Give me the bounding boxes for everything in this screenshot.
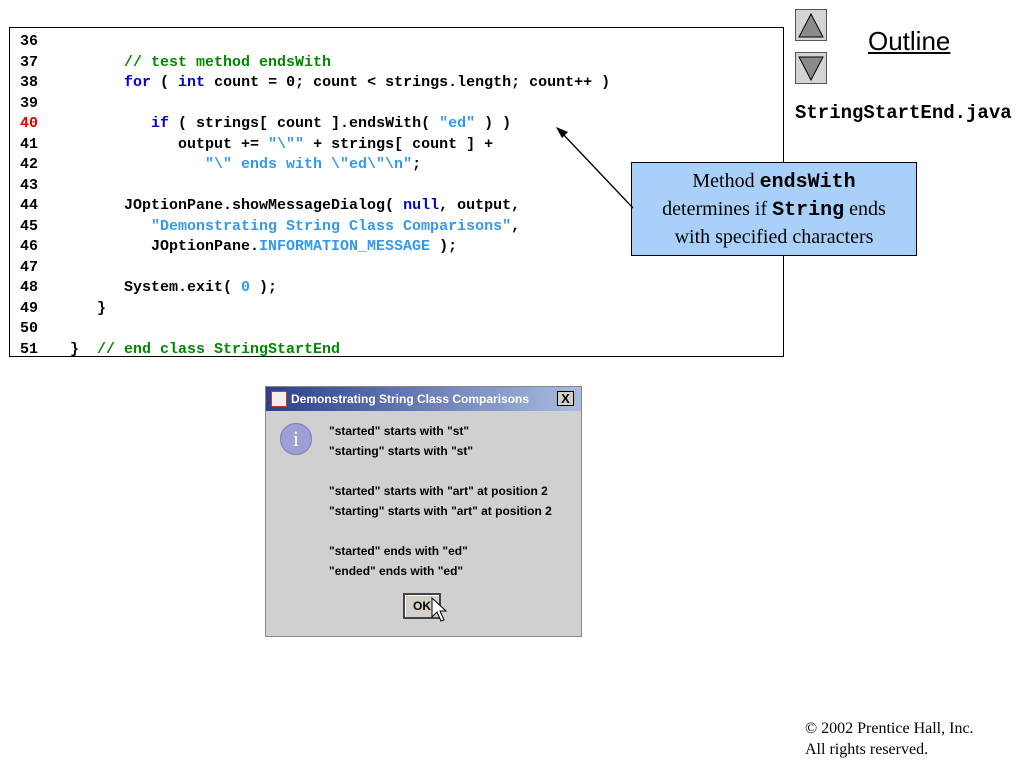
line-number: 47	[20, 258, 39, 276]
callout-text: Method	[692, 170, 760, 192]
code-token: output +=	[70, 135, 269, 153]
code-line: 40 if ( strings[ count ].endsWith( "ed" …	[10, 114, 511, 134]
code-line: 51} // end class StringStartEnd	[10, 340, 340, 360]
line-number: 38	[20, 74, 39, 91]
java-cup-icon	[271, 391, 287, 407]
code-token: ) )	[475, 115, 512, 132]
code-line: 41 output += "\"" + strings[ count ] +	[10, 135, 493, 155]
mouse-cursor-icon	[431, 597, 447, 622]
code-token: + strings[ count ] +	[304, 135, 494, 153]
code-token: count = 0; count < strings.length; count…	[205, 74, 611, 91]
code-line: 49 }	[10, 299, 106, 319]
code-line: 38 for ( int count = 0; count < strings.…	[10, 73, 610, 93]
line-number: 51	[20, 340, 39, 358]
code-token: JOptionPane.	[70, 238, 260, 255]
outline-link[interactable]: Outline	[868, 26, 951, 56]
message-line: "started" ends with "ed"	[329, 544, 468, 558]
line-number: 41	[20, 135, 39, 153]
line-number: 42	[20, 156, 39, 173]
dialog-titlebar[interactable]: Demonstrating String Class Comparisons X	[266, 387, 581, 411]
code-token: (	[151, 74, 179, 91]
copyright-line: © 2002 Prentice Hall, Inc.	[805, 720, 974, 737]
code-line: 43	[10, 176, 70, 196]
line-number: 45	[20, 217, 39, 235]
line-number: 37	[20, 53, 39, 71]
code-token: "\" ends with \"ed\"\n"	[205, 156, 413, 173]
code-line: 37 // test method endsWith	[10, 53, 331, 73]
code-token: );	[250, 279, 278, 296]
code-token: for	[124, 74, 152, 91]
callout-text: determines if	[662, 198, 773, 220]
message-line: "starting" starts with "art" at position…	[329, 504, 552, 518]
annotation-callout: Method endsWith determines if String end…	[631, 162, 917, 256]
line-number: 46	[20, 238, 39, 255]
message-line: "started" starts with "st"	[329, 424, 470, 438]
line-number: 44	[20, 197, 39, 214]
line-number: 49	[20, 299, 39, 317]
code-token	[70, 115, 151, 132]
code-token: if	[151, 115, 170, 132]
callout-code: String	[772, 199, 845, 222]
callout-code: endsWith	[759, 171, 856, 194]
line-number: 48	[20, 279, 39, 296]
file-name-label: StringStartEnd.java	[795, 102, 1012, 124]
triangle-up-icon	[798, 12, 824, 38]
code-token: INFORMATION_MESSAGE	[259, 238, 431, 255]
copyright-notice: © 2002 Prentice Hall, Inc. All rights re…	[805, 718, 974, 760]
code-line: 46 JOptionPane.INFORMATION_MESSAGE );	[10, 237, 457, 257]
code-token: ,	[511, 217, 521, 235]
code-token	[70, 74, 124, 91]
message-line: "ended" ends with "ed"	[329, 564, 464, 578]
code-token: "ed"	[439, 115, 476, 132]
code-token: // test method endsWith	[124, 53, 332, 71]
code-token: "Demonstrating String Class Comparisons"	[151, 217, 512, 235]
code-line: 44 JOptionPane.showMessageDialog( null, …	[10, 196, 520, 216]
code-token: }	[70, 299, 107, 317]
copyright-line: All rights reserved.	[805, 741, 929, 758]
code-token: // end class StringStartEnd	[97, 340, 341, 358]
code-token: , output,	[439, 197, 521, 214]
line-number: 39	[20, 94, 39, 112]
code-token: int	[178, 74, 206, 91]
code-token: ;	[412, 156, 422, 173]
code-line: 50	[10, 319, 70, 339]
code-token: JOptionPane.showMessageDialog(	[70, 197, 404, 214]
line-number: 43	[20, 176, 39, 194]
triangle-down-icon	[798, 56, 824, 82]
code-token: ( strings[ count ].endsWith(	[169, 115, 440, 132]
line-number: 50	[20, 320, 39, 337]
code-token: System.exit(	[70, 279, 242, 296]
previous-slide-button[interactable]	[795, 9, 827, 41]
code-line: 47	[10, 258, 70, 278]
message-dialog: Demonstrating String Class Comparisons X…	[265, 386, 582, 637]
code-token: null	[403, 197, 440, 214]
code-line: 36	[10, 32, 70, 52]
dialog-title: Demonstrating String Class Comparisons	[291, 392, 530, 406]
line-number: 40	[20, 115, 39, 132]
code-token: }	[70, 340, 98, 358]
message-line: "starting" starts with "st"	[329, 444, 474, 458]
code-token: 0	[241, 279, 251, 296]
code-token	[70, 218, 151, 235]
callout-text: with specified characters	[674, 226, 874, 248]
code-token	[70, 54, 124, 71]
code-line: 42 "\" ends with \"ed\"\n";	[10, 155, 421, 175]
line-number: 36	[20, 33, 39, 50]
message-line: "started" starts with "art" at position …	[329, 484, 548, 498]
code-token: "\""	[268, 135, 305, 153]
information-icon: i	[280, 423, 312, 455]
code-line: 39	[10, 94, 70, 114]
code-line: 48 System.exit( 0 );	[10, 278, 277, 298]
code-token	[70, 156, 205, 173]
code-token: );	[430, 238, 458, 255]
next-slide-button[interactable]	[795, 52, 827, 84]
callout-text: ends	[844, 198, 886, 220]
code-line: 45 "Demonstrating String Class Compariso…	[10, 217, 520, 237]
close-button[interactable]: X	[557, 391, 574, 406]
